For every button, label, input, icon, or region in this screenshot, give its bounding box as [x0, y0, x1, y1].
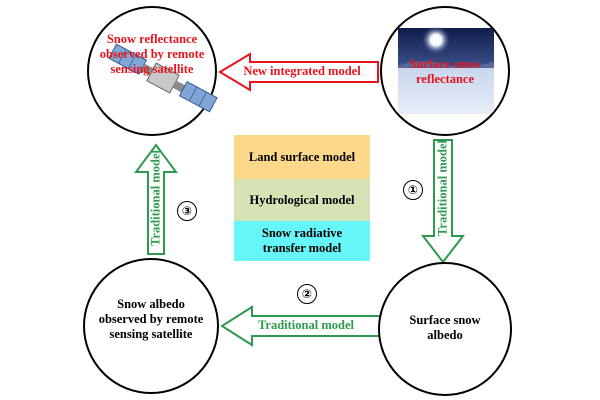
node-satellite-albedo — [83, 258, 219, 394]
right-arrow — [420, 139, 466, 264]
snow-photo — [398, 26, 494, 114]
number-2: ② — [297, 284, 317, 304]
node-surface-reflectance-label: Surface snow reflectance — [409, 57, 481, 86]
number-3: ③ — [177, 201, 197, 221]
left-arrow — [134, 143, 178, 255]
top-arrow — [218, 52, 379, 92]
bottom-arrow-label: Traditional model — [258, 318, 354, 332]
model-snow-radiative-transfer: Snow radiative transfer model — [234, 221, 370, 261]
model-land-surface: Land surface model — [234, 135, 370, 179]
left-arrow-label: Traditional model — [148, 150, 163, 246]
satellite-icon — [108, 43, 218, 113]
model-hydrological: Hydrological model — [234, 179, 370, 221]
node-satellite-albedo-label: Snow albedo observed by remote sensing s… — [98, 297, 204, 341]
node-surface-albedo — [378, 262, 512, 396]
right-arrow-label: Traditional model — [435, 140, 450, 236]
node-surface-reflectance — [380, 6, 510, 136]
node-satellite-reflectance-label: Snow reflectance observed by remote sens… — [99, 32, 205, 76]
number-1: ① — [403, 180, 423, 200]
node-surface-albedo-label: Surface snow albedo — [409, 313, 481, 342]
top-arrow-label: New integrated model — [243, 64, 361, 78]
